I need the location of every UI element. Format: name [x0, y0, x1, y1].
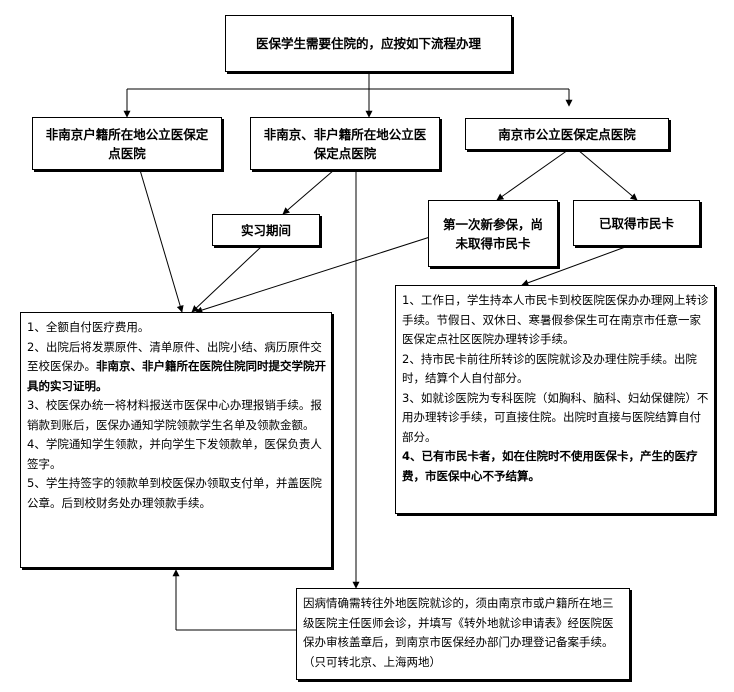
start-node: 医保学生需要住院的，应按如下流程办理 [225, 15, 512, 72]
node-internship: 实习期间 [212, 214, 320, 246]
node-non-nanjing-non-hukou-hospital-text: 非南京、非户籍所在地公立医保定点医院 [263, 126, 427, 161]
procedure-reimbursement-item-3: 3、校医保办统一将材料报送市医保中心办理报销手续。报销款到账后，医保办通知学院领… [27, 398, 322, 432]
node-internship-text: 实习期间 [240, 222, 291, 238]
procedure-card-holder-item-2: 2、持市民卡前往所转诊的医院就诊及办理住院手续。出院时，结算个人自付部分。 [402, 351, 697, 386]
edge-middle-to-internship [282, 169, 335, 215]
node-nanjing-hospital: 南京市公立医保定点医院 [465, 118, 669, 150]
edge-first-insured-to-procedure [195, 236, 431, 314]
procedure-card-holder: 1、工作日，学生持本人市民卡到校医院医保办办理网上转诊手续。节假日、双休日、寒暑… [395, 285, 715, 514]
edge-left-hospital-to-procedure [139, 169, 184, 313]
node-first-insured: 第一次新参保，尚未取得市民卡 [428, 200, 558, 267]
procedure-card-holder-item-1: 1、工作日，学生持本人市民卡到校医院医保办办理网上转诊手续。节假日、双休日、寒暑… [402, 293, 709, 346]
procedure-reimbursement-item-1: 1、全额自付医疗费用。 [27, 320, 150, 334]
procedure-reimbursement-item-2: 2、出院后将发票原件、清单原件、出院小结、病历原件交至校医保办。非南京、非户籍所… [27, 339, 326, 393]
procedure-card-holder-item-3: 3、如就诊医院为专科医院（如胸科、脑科、妇幼保健院）不用办理转诊手续，可直接住院… [402, 390, 709, 444]
procedure-reimbursement-item-2-bold: 非南京、非户籍所在医院住院同时提交学院开具的实习证明。 [27, 359, 326, 393]
start-node-text: 医保学生需要住院的，应按如下流程办理 [255, 36, 481, 51]
procedure-reimbursement-item-4: 4、学院通知学生领款，并向学生下发领款单，医保负责人签字。 [27, 437, 322, 471]
node-has-card-text: 已取得市民卡 [598, 215, 674, 231]
node-non-nanjing-hukou-hospital-text: 非南京户籍所在地公立医保定点医院 [45, 126, 209, 161]
edge-internship-to-procedure [191, 245, 263, 313]
edge-right-to-first-insured [496, 149, 569, 201]
node-non-nanjing-non-hukou-hospital: 非南京、非户籍所在地公立医保定点医院 [250, 117, 440, 170]
node-first-insured-text: 第一次新参保，尚未取得市民卡 [442, 216, 543, 251]
edge-has-card-to-procedure [521, 245, 629, 287]
edge-right-to-has-card [577, 149, 638, 201]
node-nanjing-hospital-text: 南京市公立医保定点医院 [498, 126, 636, 142]
node-has-card: 已取得市民卡 [573, 200, 700, 246]
procedure-reimbursement-item-5: 5、学生持签字的领款单到校医保办领取支付单，并盖医院公章。后到校财务处办理领款手… [27, 476, 322, 510]
procedure-reimbursement: 1、全额自付医疗费用。 2、出院后将发票原件、清单原件、出院小结、病历原件交至校… [20, 312, 332, 568]
procedure-transfer-out-text: 因病情确需转往外地医院就诊的，须由南京市或户籍所在地三级医院主任医师会诊，并填写… [303, 596, 614, 669]
procedure-transfer-out: 因病情确需转往外地医院就诊的，须由南京市或户籍所在地三级医院主任医师会诊，并填写… [296, 588, 630, 680]
node-non-nanjing-hukou-hospital: 非南京户籍所在地公立医保定点医院 [32, 117, 222, 170]
procedure-card-holder-item-4: 4、已有市民卡者，如在住院时不使用医保卡，产生的医疗费，市医保中心不予结算。 [402, 449, 698, 483]
